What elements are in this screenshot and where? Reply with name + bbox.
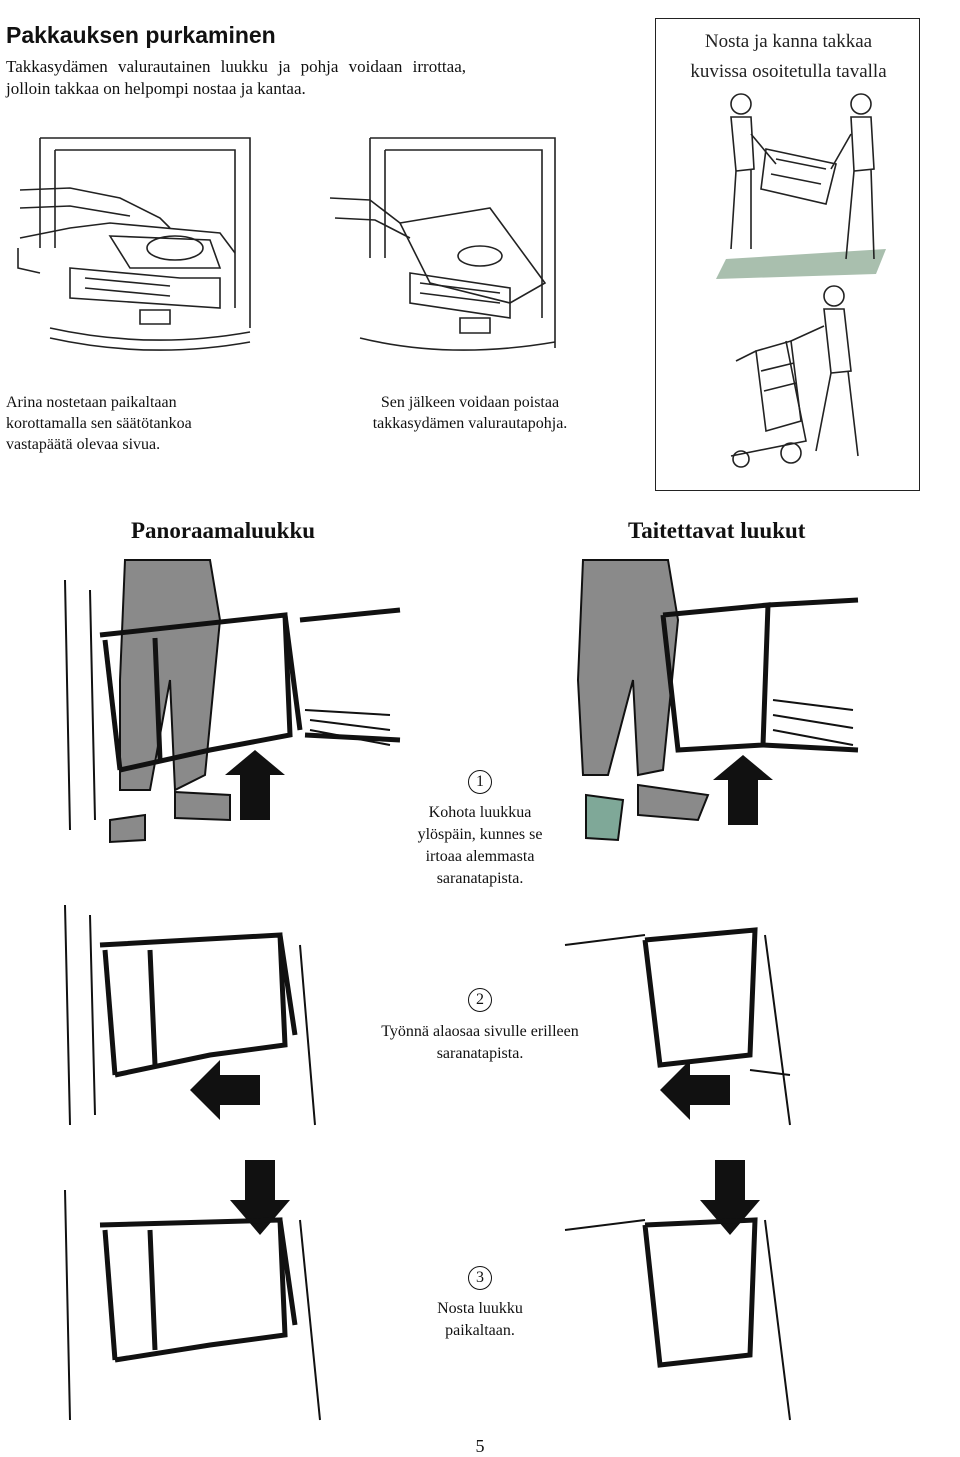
grate-caption: Arina nostetaan paikaltaan korottamalla …	[6, 392, 306, 455]
trolley-carrying-illustration	[730, 285, 859, 468]
step-3-text-line: Nosta luukku	[437, 1300, 523, 1317]
step-1-text-line: saranatapista.	[436, 870, 524, 887]
section-title-unpacking: Pakkauksen purkaminen	[6, 22, 276, 48]
fireplace-grate-illustration	[17, 137, 251, 351]
base-caption-line: Sen jälkeen voidaan poistaa	[380, 394, 560, 411]
step-3-text-line: paikaltaan.	[445, 1322, 515, 1339]
step-3-text: Nosta luukku paikaltaan.	[380, 1298, 580, 1342]
carry-instructions-box: Nosta ja kanna takkaa kuvissa osoitetull…	[655, 18, 920, 491]
carry-title: Nosta ja kanna takkaa kuvissa osoitetull…	[656, 27, 921, 87]
step-number-3: 3	[468, 1266, 492, 1290]
carry-title-line: Nosta ja kanna takkaa	[704, 31, 873, 52]
step-2-text-line: saranatapista.	[436, 1045, 524, 1062]
step-1-text-line: irtoaa alemmasta	[425, 848, 535, 865]
base-caption: Sen jälkeen voidaan poistaa takkasydämen…	[330, 392, 610, 434]
intro-paragraph: Takkasydämen valurautainen luukku ja poh…	[6, 57, 466, 98]
section-title-panorama: Panoraamaluukku	[131, 518, 316, 543]
carry-title-line: kuvissa osoitetulla tavalla	[690, 61, 887, 82]
panorama-step1-illustration	[64, 559, 401, 844]
step-1-text: Kohota luukkua ylöspäin, kunnes se irtoa…	[380, 802, 580, 890]
panorama-step3-illustration	[64, 1160, 321, 1421]
step-1-text-line: Kohota luukkua	[428, 804, 532, 821]
step-number-2: 2	[468, 988, 492, 1012]
folding-step3-illustration	[564, 1160, 791, 1421]
folding-step2-illustration	[564, 927, 791, 1126]
fireplace-base-illustration	[329, 137, 556, 351]
folding-step1-illustration	[576, 559, 859, 842]
section-title-folding: Taitettavat luukut	[628, 518, 806, 543]
step-1-text-line: ylöspäin, kunnes se	[417, 826, 543, 843]
step-2-text: Työnnä alaosaa sivulle erilleen saranata…	[355, 1021, 605, 1065]
page-number: 5	[475, 1436, 485, 1456]
grate-caption-line: Arina nostetaan paikaltaan	[6, 394, 177, 411]
base-caption-line: takkasydämen valurautapohja.	[372, 415, 568, 432]
panorama-step2-illustration	[64, 904, 316, 1126]
step-number-1: 1	[468, 770, 492, 794]
grate-caption-line: vastapäätä olevaa sivua.	[6, 436, 161, 453]
step-2-text-line: Työnnä alaosaa sivulle erilleen	[381, 1023, 579, 1040]
grate-caption-line: korottamalla sen säätötankoa	[6, 415, 192, 432]
two-men-carrying-illustration	[716, 93, 886, 279]
